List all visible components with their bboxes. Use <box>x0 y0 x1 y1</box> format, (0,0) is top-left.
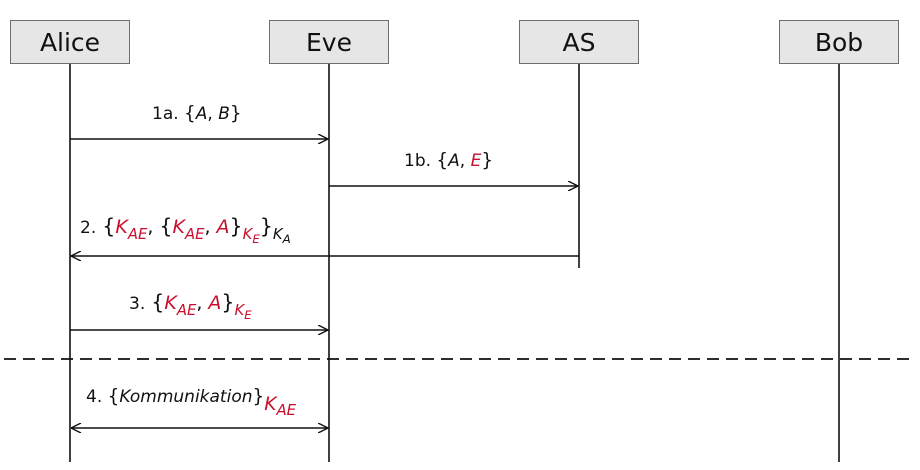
comma: , <box>207 104 213 124</box>
comma: , <box>147 216 154 238</box>
key-k: K <box>115 216 128 238</box>
brace-open: { <box>184 103 196 124</box>
brace-close: } <box>481 150 493 171</box>
message-1b-label: 1b. {A, E} <box>404 150 493 171</box>
symbol-e: E <box>470 151 482 171</box>
brace-close: } <box>221 290 235 314</box>
actor-alice: Alice <box>10 20 130 64</box>
message-3-label: 3. {KAE, A}KE <box>129 290 252 322</box>
inner-brace-open: { <box>159 214 173 238</box>
symbol-a: A <box>216 216 230 238</box>
comma: , <box>459 151 466 171</box>
actor-bob: Bob <box>779 20 899 64</box>
key-ka: K <box>272 226 283 244</box>
comma: , <box>204 216 211 238</box>
key-ke-subscript: E <box>252 232 260 247</box>
key-k: K <box>264 393 277 415</box>
brace-close: } <box>252 386 265 407</box>
message-number: 2. <box>80 218 97 238</box>
key-ke: K <box>242 226 253 244</box>
key-ka-subscript: A <box>282 232 291 247</box>
brace-open: { <box>102 214 116 238</box>
symbol-a: A <box>195 104 208 124</box>
actor-eve: Eve <box>269 20 389 64</box>
brace-close: } <box>229 103 242 124</box>
message-number: 4. <box>86 387 103 407</box>
inner-brace-close: } <box>229 214 243 238</box>
comma: , <box>196 292 203 314</box>
message-text: Kommunikation <box>119 387 253 407</box>
key-k-subscript: AE <box>276 401 297 420</box>
message-2-label: 2. {KAE, {KAE, A}KE}KA <box>80 214 291 246</box>
key-k-subscript: AE <box>127 226 148 244</box>
key-ke-subscript: E <box>244 308 252 323</box>
message-number: 1a. <box>152 104 179 124</box>
brace-open: { <box>436 150 449 171</box>
key-k2: K <box>172 216 185 238</box>
actor-as: AS <box>519 20 639 64</box>
brace-open: { <box>151 290 165 314</box>
message-number: 1b. <box>404 151 432 171</box>
brace-close: } <box>259 214 273 238</box>
brace-open: { <box>107 386 120 407</box>
key-ke: K <box>234 302 245 320</box>
message-4-label: 4. {Kommunikation}KAE <box>86 386 296 419</box>
key-k2-subscript: AE <box>184 226 205 244</box>
key-k-subscript: AE <box>176 302 197 320</box>
symbol-a: A <box>448 151 460 171</box>
message-1a-label: 1a. {A, B} <box>152 103 242 124</box>
message-number: 3. <box>129 294 146 314</box>
symbol-a: A <box>208 292 222 314</box>
key-k: K <box>164 292 177 314</box>
symbol-b: B <box>218 104 230 124</box>
